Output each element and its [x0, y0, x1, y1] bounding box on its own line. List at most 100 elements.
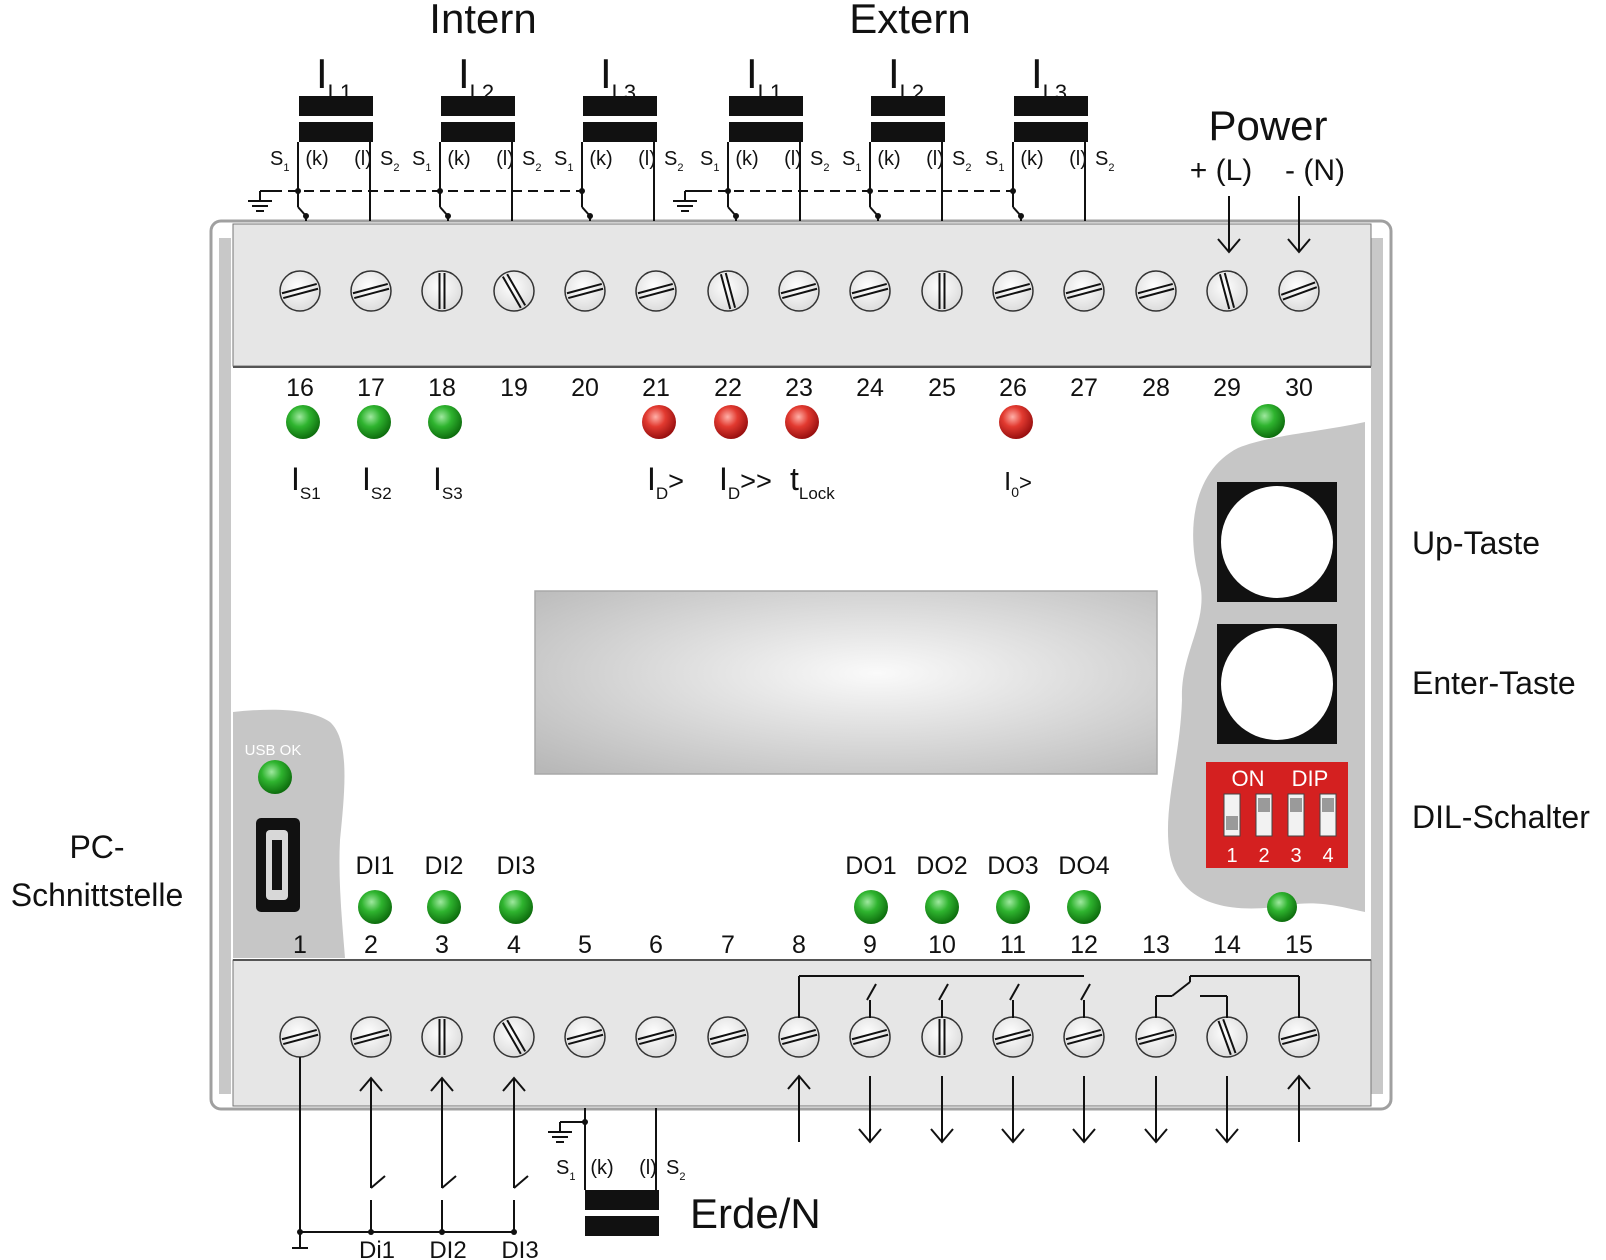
terminal-screw[interactable]: [849, 270, 891, 312]
terminal-screw[interactable]: [1278, 1016, 1320, 1058]
dip-switch-lever[interactable]: [1290, 798, 1302, 812]
terminal-number: 3: [435, 931, 449, 959]
terminal-screw[interactable]: [1063, 1016, 1105, 1058]
arrow-up-icon: [359, 1076, 383, 1092]
status-led: [854, 890, 888, 924]
terminal-screw[interactable]: [564, 1016, 606, 1058]
ct-pin-s2: S2: [664, 148, 683, 174]
ct-pin-s1: S1: [700, 148, 719, 174]
terminal-screw[interactable]: [564, 270, 606, 312]
ct-pin-s1: S1: [412, 148, 431, 174]
dip-switch-number: 4: [1322, 845, 1333, 867]
junction-dot: [733, 213, 739, 219]
terminal-screw[interactable]: [921, 270, 963, 312]
screw-slot: [281, 1028, 317, 1041]
terminal-number: 8: [792, 931, 806, 959]
input-switch-icon: [370, 1175, 386, 1189]
terminal-screw[interactable]: [279, 1016, 321, 1058]
screw-head: [635, 1016, 677, 1058]
terminal-screw[interactable]: [1206, 1016, 1248, 1058]
screw-slot: [1223, 272, 1236, 308]
junction-dot: [297, 1229, 303, 1235]
dip-switch-lever[interactable]: [1226, 816, 1238, 830]
terminal-screw[interactable]: [493, 270, 535, 312]
ct-pin-s2: S2: [522, 148, 541, 174]
current-transformers: IL1S1(k)(l)S2IL2S1(k)(l)S2IL3S1(k)(l)S2I…: [248, 50, 1114, 221]
terminal-screw[interactable]: [1135, 270, 1177, 312]
terminal-screw[interactable]: [421, 270, 463, 312]
ct-pin-k: (k): [1020, 148, 1043, 170]
terminal-number: 9: [863, 931, 877, 959]
screw-slot: [1282, 286, 1318, 301]
ct-pin-l: (l): [639, 1157, 657, 1179]
dip-switch-lever[interactable]: [1258, 798, 1270, 812]
terminal-screw[interactable]: [778, 270, 820, 312]
terminal-screw[interactable]: [1063, 270, 1105, 312]
ct-core-bottom: [585, 1216, 659, 1236]
screw-head: [707, 1016, 749, 1058]
screw-slot: [1137, 1028, 1173, 1041]
terminal-screw[interactable]: [1278, 270, 1320, 312]
terminal-screw[interactable]: [350, 1016, 392, 1058]
dip-switch-number: 1: [1226, 845, 1237, 867]
screw-head: [778, 270, 820, 312]
terminal-screw[interactable]: [1206, 270, 1248, 312]
terminal-screw[interactable]: [707, 1016, 749, 1058]
screw-slot: [501, 276, 522, 309]
ct-pin-l: (l): [784, 148, 802, 170]
terminal-screw[interactable]: [921, 1016, 963, 1058]
dip-label: DIP: [1292, 766, 1329, 791]
screw-slot: [782, 287, 818, 300]
input-switch-icon: [513, 1175, 529, 1189]
enter-button[interactable]: [1217, 624, 1337, 744]
ct-pin-k: (k): [305, 148, 328, 170]
screw-slot: [568, 287, 604, 300]
junction-dot: [303, 213, 309, 219]
terminal-screw[interactable]: [421, 1016, 463, 1058]
led-label: DO4: [1058, 852, 1110, 880]
junction-dot: [511, 1229, 517, 1235]
arrow-up-icon: [1287, 1074, 1311, 1090]
ct-pin-k: (k): [877, 148, 900, 170]
arrow-down-icon: [1217, 238, 1241, 254]
terminal-screw[interactable]: [1135, 1016, 1177, 1058]
terminal-screw[interactable]: [635, 1016, 677, 1058]
screw-head: [350, 270, 392, 312]
terminal-number: 19: [500, 374, 528, 402]
terminal-screw[interactable]: [992, 1016, 1034, 1058]
terminal-screw[interactable]: [849, 1016, 891, 1058]
ct-pin-s1: S1: [270, 148, 289, 174]
terminal-screw[interactable]: [992, 270, 1034, 312]
terminal-screw[interactable]: [350, 270, 392, 312]
screw-head: [1063, 270, 1105, 312]
arrow-down-icon: [1001, 1128, 1025, 1144]
terminal-number: 2: [364, 931, 378, 959]
led-label: IS1: [291, 461, 321, 503]
screw-slot: [352, 282, 388, 295]
up-button[interactable]: [1217, 482, 1337, 602]
ct-core-bottom: [299, 122, 373, 142]
ct-pin-l: (l): [1069, 148, 1087, 170]
screw-head: [992, 1016, 1034, 1058]
status-led: [714, 405, 748, 439]
terminal-screw[interactable]: [493, 1016, 535, 1058]
arrow-down-icon: [1072, 1128, 1096, 1144]
terminal-number: 1: [293, 931, 307, 959]
status-led: [785, 405, 819, 439]
terminal-screw[interactable]: [707, 270, 749, 312]
dip-switch-lever[interactable]: [1322, 798, 1334, 812]
terminal-screw[interactable]: [778, 1016, 820, 1058]
terminal-number: 4: [507, 931, 521, 959]
terminal-screw[interactable]: [279, 270, 321, 312]
ct-pin-s2: S2: [952, 148, 971, 174]
usb-port[interactable]: [256, 818, 300, 912]
terminal-screw[interactable]: [635, 270, 677, 312]
junction-dot: [582, 1119, 588, 1125]
ct-pin-s1: S1: [556, 1157, 575, 1183]
